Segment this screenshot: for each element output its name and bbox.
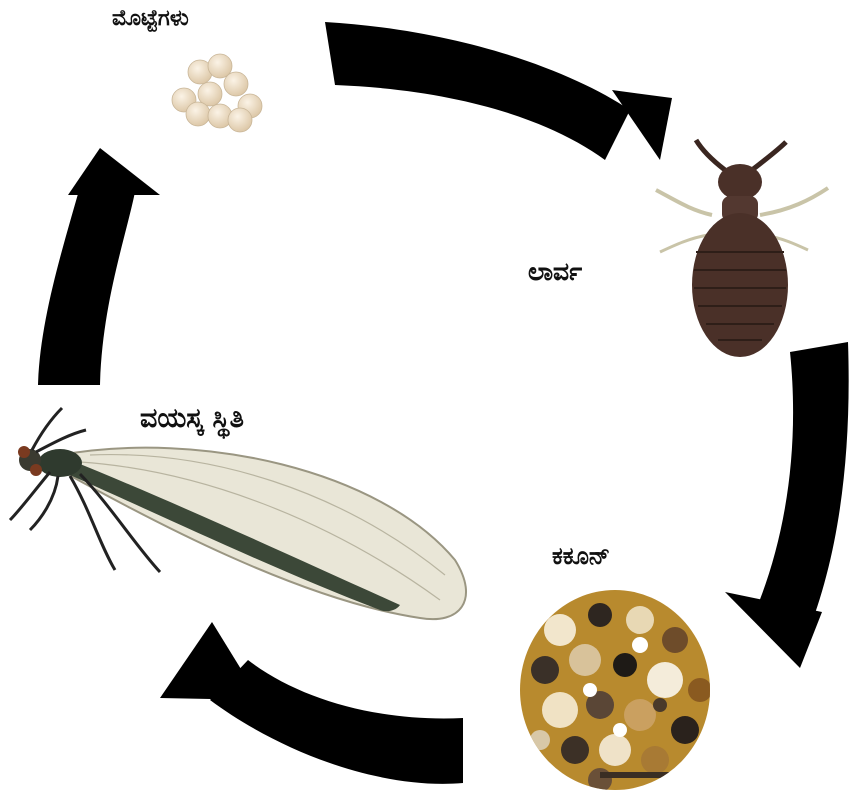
- larva-illustration: [656, 140, 828, 357]
- stage-label-eggs: ಮೊಟ್ಟೆಗಳು: [112, 6, 189, 31]
- eggs-illustration: [172, 54, 262, 132]
- cocoon-illustration: [520, 590, 712, 792]
- arrow-adult-to-eggs: [38, 148, 160, 385]
- arrow-larva-to-cocoon: [725, 342, 849, 668]
- adult-insect-illustration: [10, 408, 466, 619]
- stage-label-adult: ವಯಸ್ಕ ಸ್ಥಿತಿ: [140, 403, 244, 435]
- stage-label-larva: ಲಾರ್ವ: [528, 257, 582, 287]
- arrow-eggs-to-larva: [325, 22, 672, 160]
- stage-label-cocoon: ಕಕೂನ್: [552, 542, 610, 570]
- arrow-cocoon-to-adult: [160, 622, 463, 784]
